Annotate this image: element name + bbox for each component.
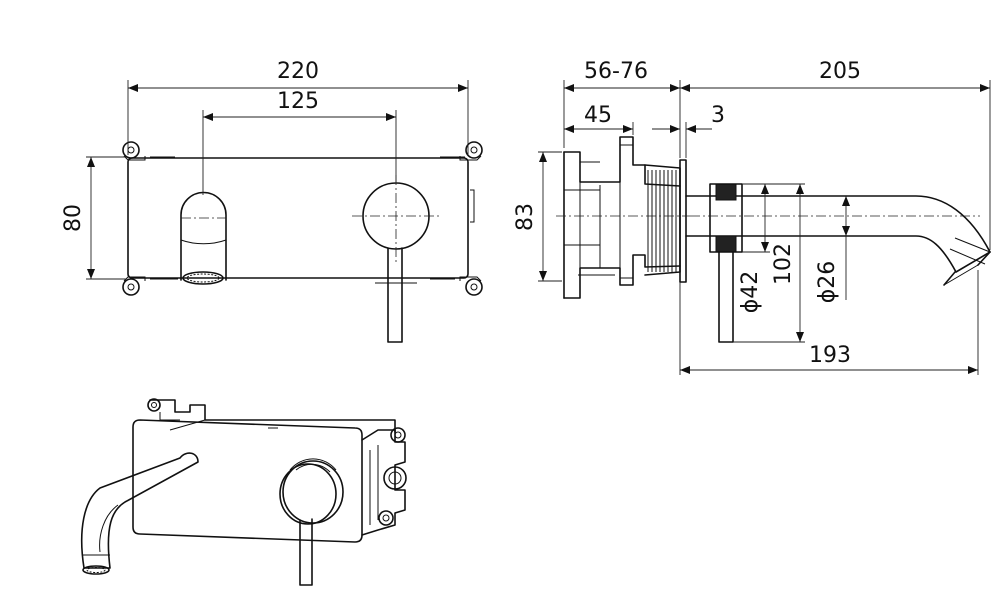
mounting-lug-bottom-left (122, 276, 146, 296)
dim-handle-drop: 102 (733, 183, 805, 343)
iso-valve-block (361, 427, 407, 536)
dim-front-height: 80 (61, 156, 126, 280)
dim-side-body: 45 (564, 103, 634, 135)
dim-label-205: 205 (819, 59, 861, 84)
front-view (122, 141, 483, 343)
dim-label-193: 193 (809, 343, 851, 368)
spout-tube (685, 195, 991, 286)
front-backplate (127, 157, 469, 279)
dim-label-45: 45 (584, 103, 612, 128)
spout-outlet (180, 191, 227, 285)
dim-side-plate: 3 (652, 103, 725, 158)
dim-spout-diameter: ϕ26 (815, 196, 850, 304)
dim-label-3: 3 (711, 103, 725, 128)
dim-label-phi42: ϕ42 (738, 271, 763, 314)
dim-label-83: 83 (513, 203, 538, 231)
iso-handle (279, 458, 344, 586)
dim-spout-projection: 193 (679, 270, 979, 375)
dim-label-125: 125 (277, 89, 319, 114)
dim-label-80: 80 (61, 204, 86, 232)
mounting-lug-bottom-right (459, 276, 483, 296)
dim-side-height: 83 (513, 151, 562, 282)
side-view (556, 136, 991, 343)
isometric-view (80, 398, 407, 586)
iso-backplate (132, 419, 363, 543)
dim-side-spout-length: 205 (680, 59, 991, 250)
dim-handle-diameter: ϕ42 (738, 183, 770, 314)
dim-label-56-76: 56-76 (584, 59, 648, 84)
mounting-lug-top-right (459, 141, 483, 161)
dim-side-depth: 56-76 (563, 59, 681, 158)
dim-front-centers: 125 (202, 89, 397, 195)
dim-label-102: 102 (771, 243, 796, 285)
dim-label-phi26: ϕ26 (815, 261, 840, 304)
iso-spout (80, 452, 199, 575)
wall-plate (679, 159, 687, 283)
threaded-body (644, 164, 681, 276)
side-handle (709, 183, 743, 343)
dim-label-220: 220 (277, 59, 319, 84)
dim-front-width: 220 (127, 59, 469, 155)
